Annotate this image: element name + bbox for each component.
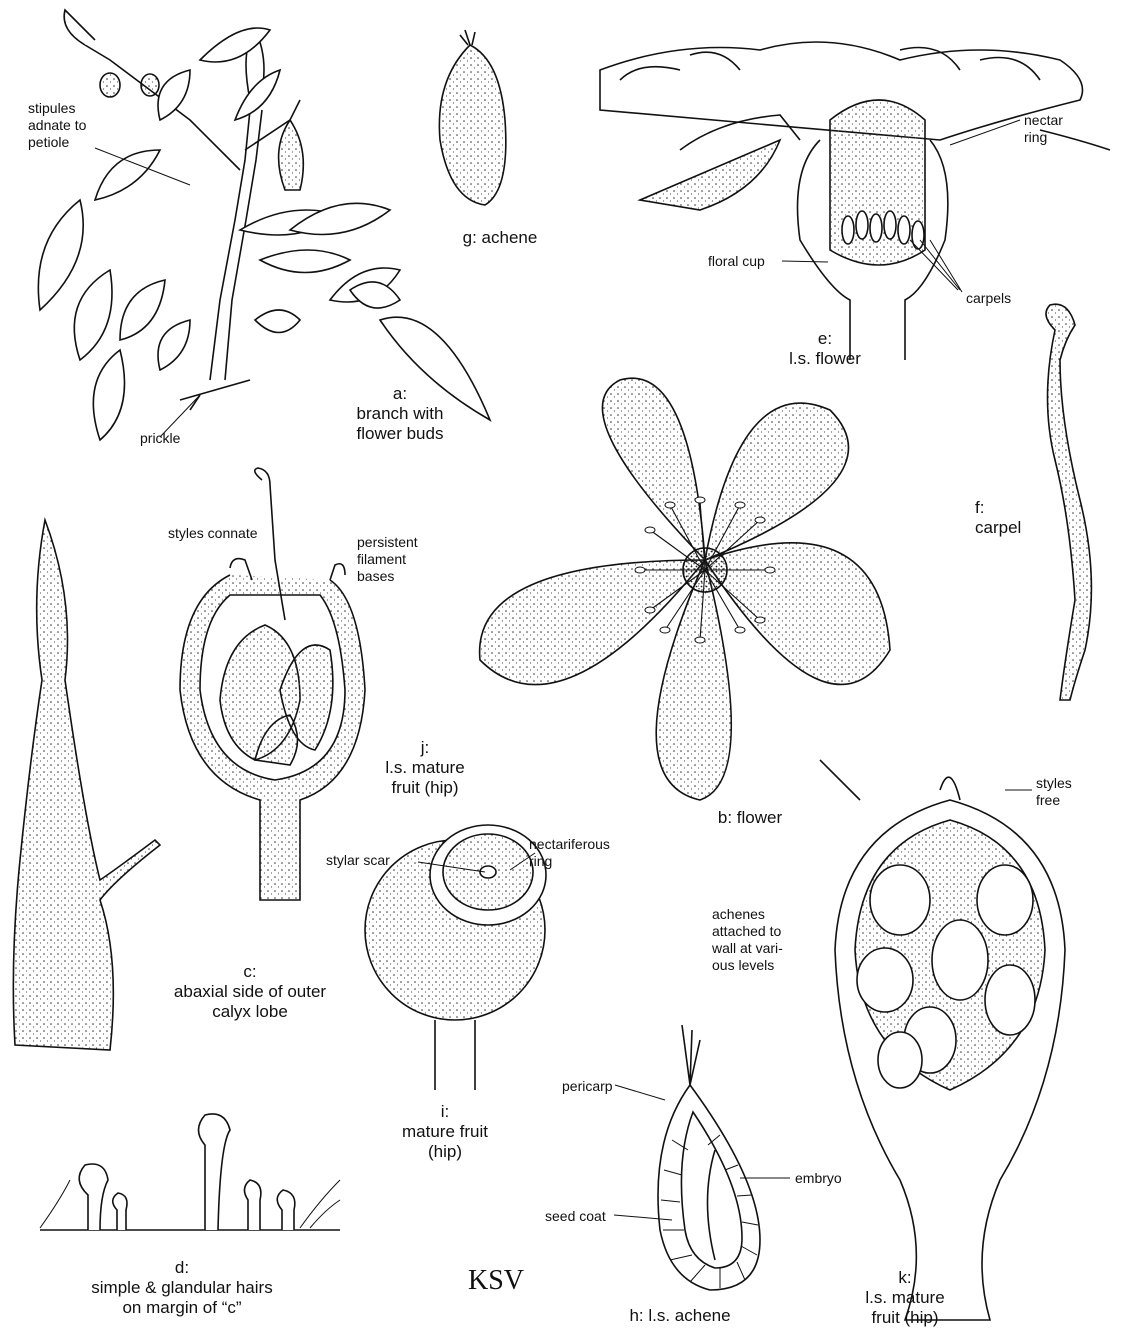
figure-a-branch	[38, 10, 490, 440]
figure-i-mature-fruit	[365, 825, 546, 1090]
caption-e: e: l.s. flower	[760, 329, 890, 369]
figure-h-ls-achene	[614, 1025, 790, 1290]
caption-b: b: flower	[680, 808, 820, 828]
artist-signature: KSV	[468, 1265, 524, 1297]
label-achenes-attached: achenes attached to wall at vari- ous le…	[712, 906, 783, 974]
label-floral-cup: floral cup	[708, 253, 765, 270]
caption-i: i: mature fruit (hip)	[375, 1102, 515, 1162]
caption-k: k: l.s. mature fruit (hip)	[840, 1268, 970, 1328]
caption-j: j: l.s. mature fruit (hip)	[365, 738, 485, 798]
label-embryo: embryo	[795, 1170, 842, 1187]
label-persistent-bases: persistent filament bases	[357, 534, 418, 585]
caption-d: d: simple & glandular hairs on margin of…	[62, 1258, 302, 1318]
figure-k-ls-fruit	[835, 777, 1065, 1320]
label-styles-connate: styles connate	[168, 525, 258, 542]
label-seed-coat: seed coat	[545, 1208, 606, 1225]
label-prickle: prickle	[140, 430, 180, 447]
label-styles-free: styles free	[1036, 775, 1072, 809]
figure-f-carpel	[1046, 304, 1091, 700]
figure-b-flower	[480, 378, 890, 800]
label-stylar-scar: stylar scar	[326, 852, 390, 869]
label-carpels: carpels	[966, 290, 1011, 307]
caption-c: c: abaxial side of outer calyx lobe	[130, 962, 370, 1022]
figure-d-hairs	[40, 1114, 340, 1230]
label-stipules: stipules adnate to petiole	[28, 100, 86, 151]
figure-g-achene	[439, 30, 505, 205]
caption-h: h: l.s. achene	[605, 1306, 755, 1326]
caption-a: a: branch with flower buds	[325, 384, 475, 444]
label-nectar-ring: nectar ring	[1024, 112, 1063, 146]
label-pericarp: pericarp	[562, 1078, 613, 1095]
figure-e-ls-flower	[600, 42, 1110, 360]
caption-f: f: carpel	[975, 498, 1045, 538]
label-nectariferous-ring: nectariferous ring	[529, 836, 610, 870]
caption-g: g: achene	[430, 228, 570, 248]
